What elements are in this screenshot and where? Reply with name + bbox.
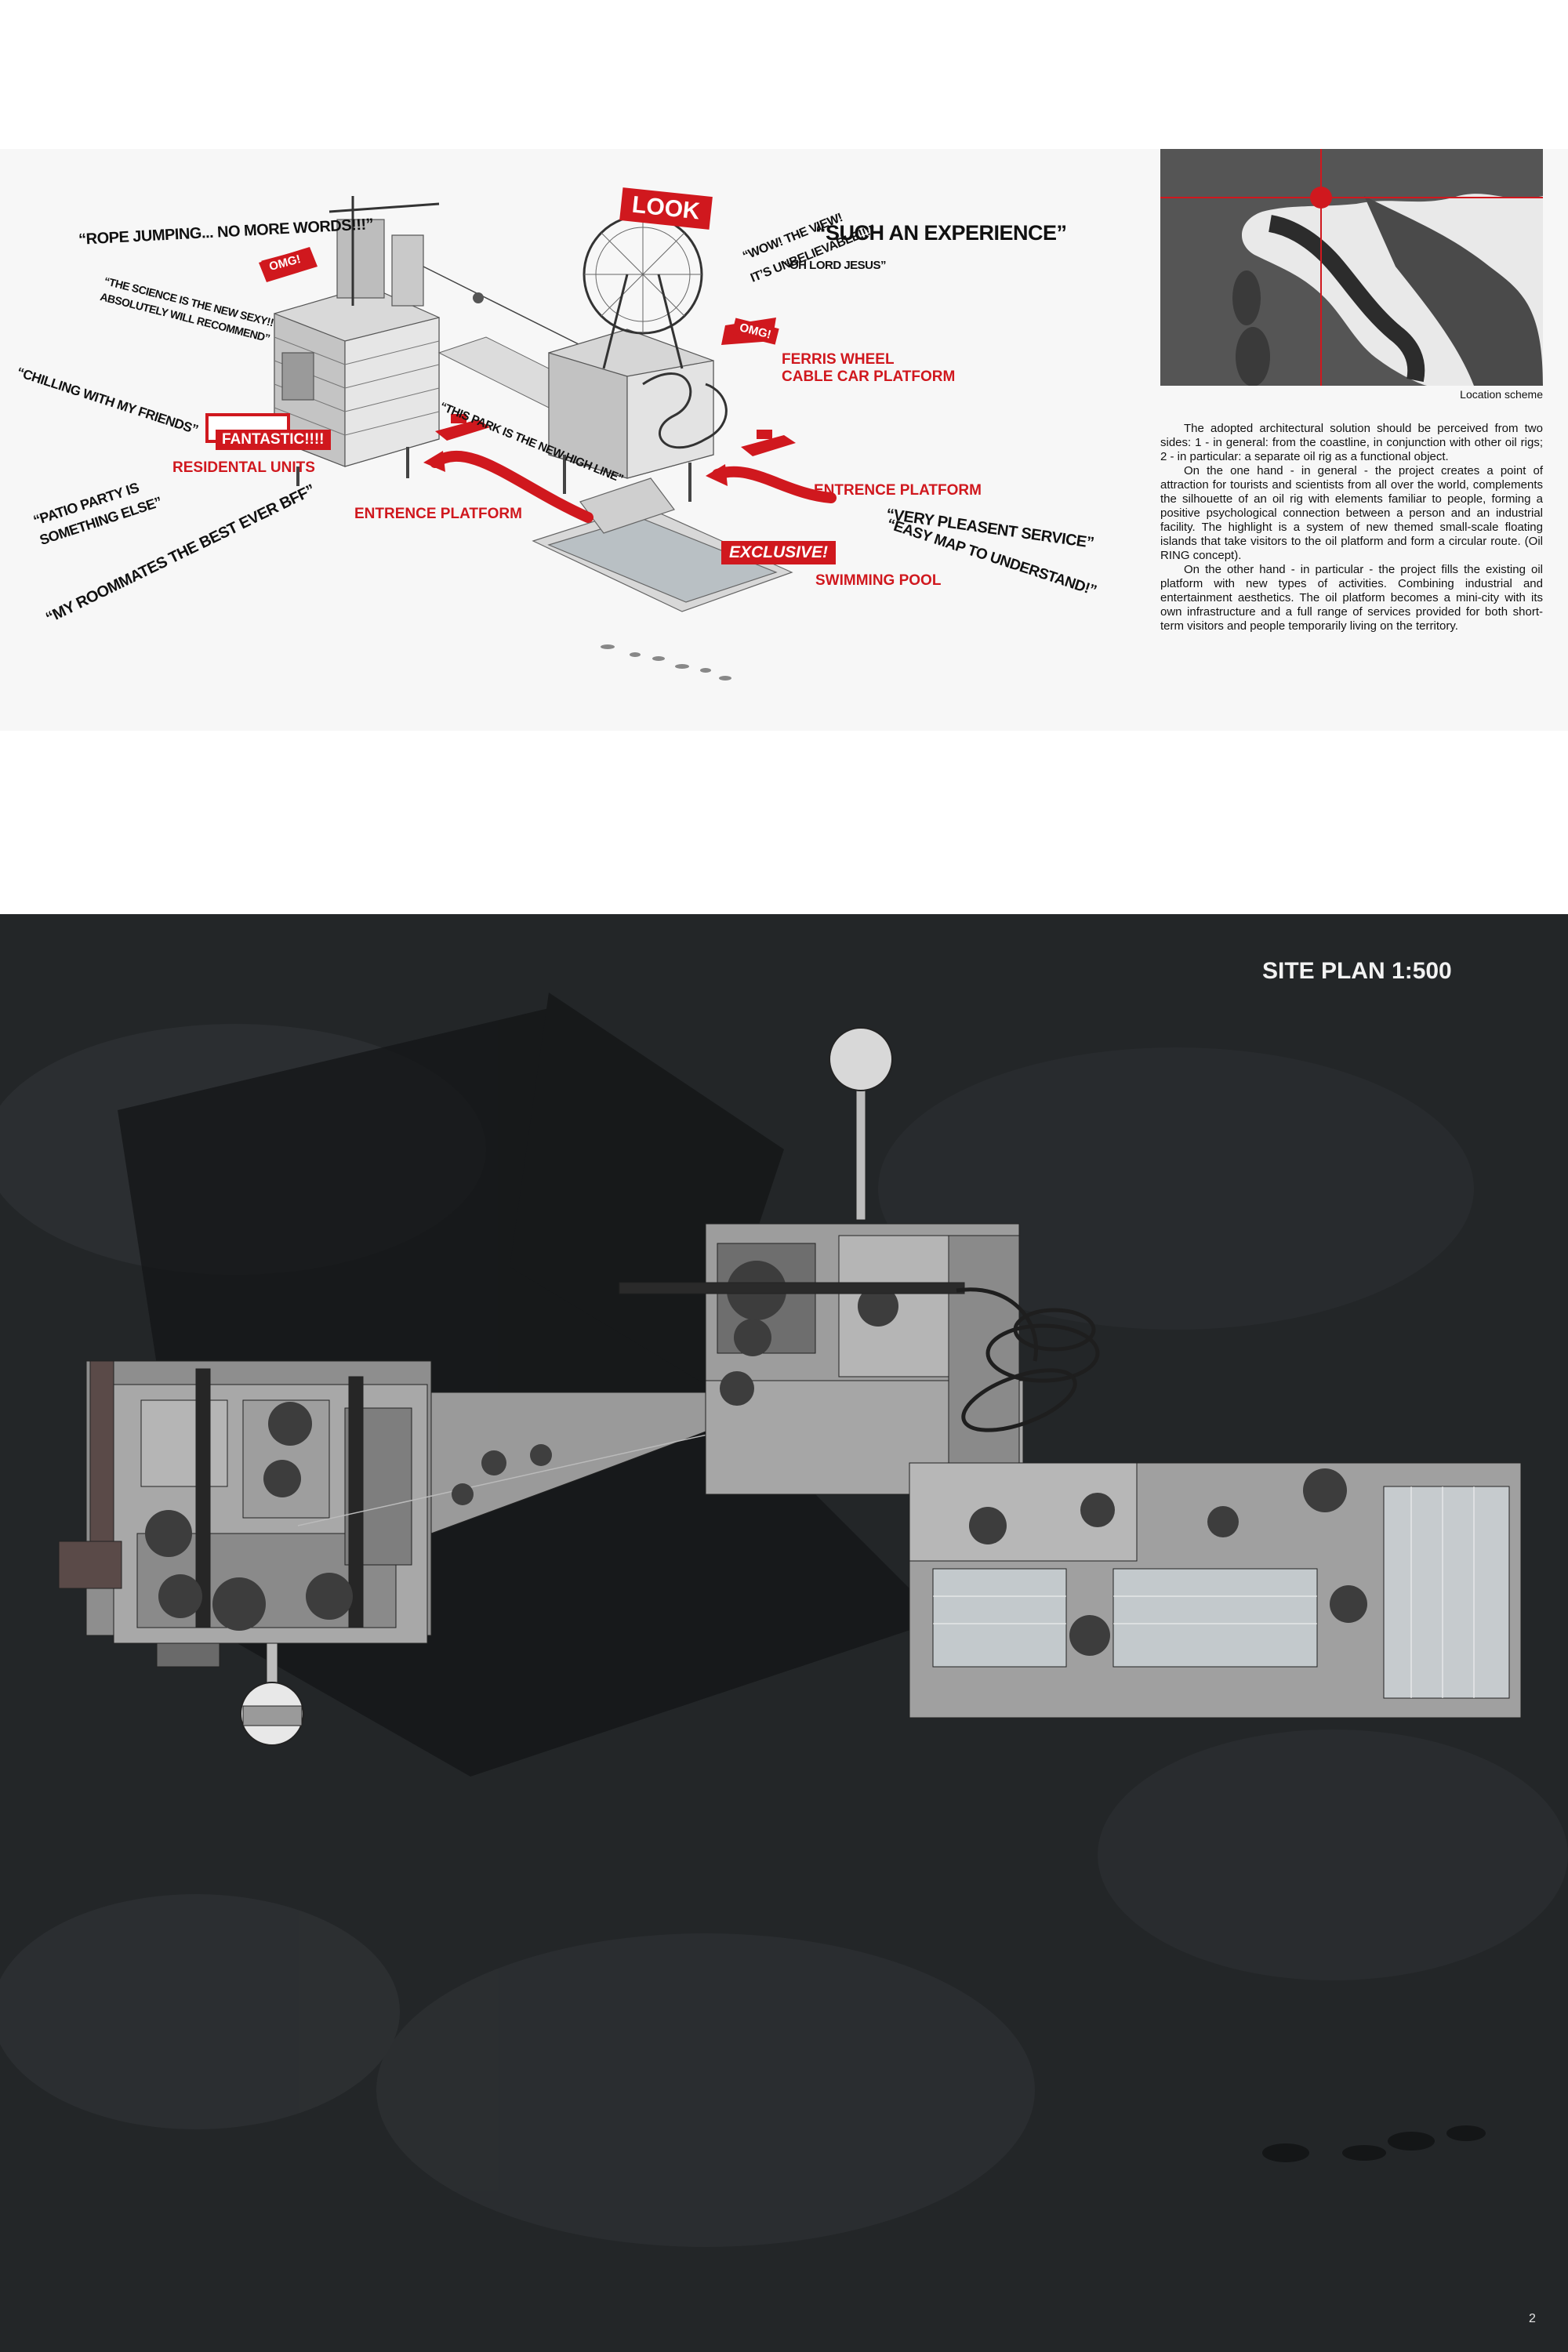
residential-tower <box>274 196 440 486</box>
arrow-right-icon <box>712 466 837 503</box>
description-paragraph-3: On the other hand - in particular - the … <box>1160 563 1543 633</box>
sea-texture <box>0 1024 1568 2247</box>
cable-car-cabin <box>473 292 484 303</box>
site-plan-drawing <box>0 993 1568 2247</box>
location-caption: Location scheme <box>1460 388 1543 401</box>
bridge-walkway <box>430 1392 706 1534</box>
cable-line <box>423 266 597 354</box>
badge-exclusive: EXCLUSIVE! <box>721 541 837 564</box>
site-plan-panel: SITE PLAN 1:500 2 <box>0 914 1568 2352</box>
residential-platform <box>58 1360 432 1746</box>
roller-coaster <box>642 372 728 449</box>
sardinia-shape <box>1236 327 1270 386</box>
label-ferris-wheel: FERRIS WHEEL <box>782 351 895 368</box>
quote-such-experience: “SUCH AN EXPERIENCE” <box>815 221 1067 245</box>
label-cable-car: CABLE CAR PLATFORM <box>782 368 956 385</box>
swimming-pool-platform <box>532 477 793 612</box>
label-residental-units: RESIDENTAL UNITS <box>172 459 315 476</box>
axonometric-panel: “ROPE JUMPING... NO MORE WORDS!!!” “THE … <box>0 149 1568 731</box>
label-entrence-right: ENTRENCE PLATFORM <box>814 482 982 499</box>
floating-islands <box>1262 2125 1486 2162</box>
water-tank-upper <box>829 1027 893 1091</box>
ferris-wheel-platform <box>619 1027 1100 1495</box>
label-swimming-pool: SWIMMING POOL <box>815 572 942 589</box>
quote-oh-lord: “OH LORD JESUS” <box>784 259 887 272</box>
corsica-shape <box>1232 270 1261 325</box>
page-number: 2 <box>1529 2312 1536 2325</box>
floating-islands <box>601 644 731 681</box>
location-map <box>1160 149 1543 386</box>
project-description: The adopted architectural solution shoul… <box>1160 422 1543 633</box>
description-paragraph-1: The adopted architectural solution shoul… <box>1160 422 1543 463</box>
label-entrence-left: ENTRENCE PLATFORM <box>354 506 522 522</box>
badge-fantastic: FANTASTIC!!!! <box>216 430 331 450</box>
location-marker-icon <box>1310 187 1332 209</box>
boat-icons <box>435 414 796 456</box>
ferris-wheel-platform <box>548 214 728 502</box>
swimming-pool-platform <box>909 1462 1522 1719</box>
roller-coaster <box>956 1287 1100 1432</box>
site-plan-title: SITE PLAN 1:500 <box>1262 958 1452 984</box>
italy-peninsula <box>1268 215 1425 383</box>
description-paragraph-2: On the one hand - in general - the proje… <box>1160 464 1543 562</box>
arrow-left-icon <box>430 450 593 523</box>
